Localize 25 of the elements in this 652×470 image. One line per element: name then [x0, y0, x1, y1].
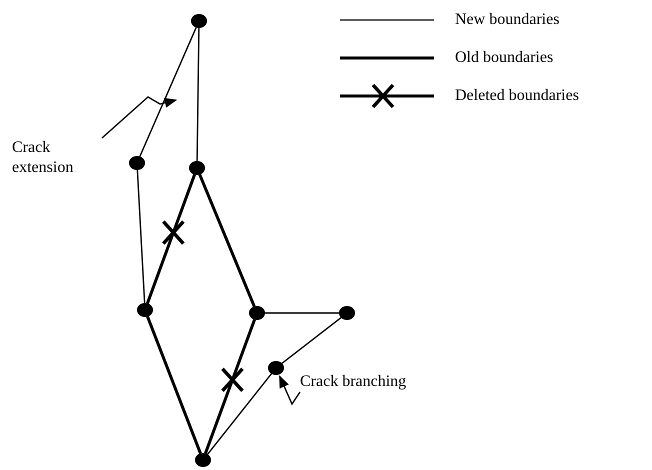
thin-boundary-line [264, 312, 340, 314]
legend-label: Deleted boundaries [455, 86, 579, 106]
thick-boundary-line [204, 319, 256, 454]
thin-boundary-line [206, 373, 272, 455]
annotation-text: Crack extension [12, 138, 102, 178]
node-dot [268, 361, 284, 375]
leader-arrow [102, 96, 178, 139]
node-dot [137, 303, 153, 317]
node-dot [189, 161, 205, 175]
thin-boundary-line [136, 170, 146, 304]
thick-boundary-line [198, 174, 256, 308]
legend-label: Old boundaries [455, 48, 554, 68]
thick-boundary-line [146, 316, 202, 454]
thin-boundary-line [139, 27, 197, 157]
thin-boundary-line [281, 316, 342, 364]
thin-boundary-line [196, 28, 200, 161]
legend-label: New boundaries [455, 10, 560, 30]
node-dot [129, 156, 145, 170]
annotation-text: Crack branching [300, 372, 450, 392]
thick-boundary-line [146, 174, 196, 304]
node-dot [191, 14, 207, 28]
node-dot [249, 306, 265, 320]
node-dot [339, 306, 355, 320]
node-dot [195, 453, 211, 467]
leader-arrow [279, 375, 301, 406]
